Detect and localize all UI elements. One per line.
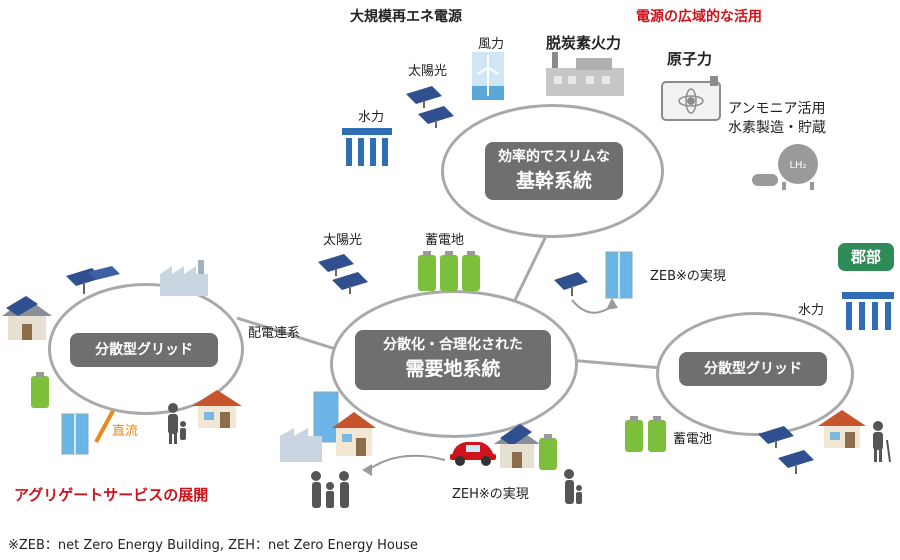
hydro-dam-right-icon <box>842 292 894 330</box>
ammonia-label-2: 水素製造・貯蔵 <box>728 120 826 136</box>
ammonia-label-1: アンモニア活用 <box>728 101 826 117</box>
left-grid-node: 分散型グリッド <box>70 333 218 367</box>
link-trunk <box>513 231 550 301</box>
wind-label: 風力 <box>478 37 505 52</box>
zeh-label: ZEH※の実現 <box>452 487 529 502</box>
region-label: 郡部 <box>850 248 881 266</box>
left-grid-label: 分散型グリッド <box>95 342 193 358</box>
footnote: ※ZEB：net Zero Energy Building, ZEH：net Z… <box>8 538 418 553</box>
zeb-solar-icon <box>554 272 588 296</box>
solar-panel-mid-icon <box>318 254 368 294</box>
house-right-icon <box>818 410 866 448</box>
battery-right-label: 蓄電池 <box>673 432 713 447</box>
battery-left-icon <box>31 372 49 408</box>
zeh-house-icon <box>494 424 540 468</box>
link-left-grid <box>236 316 346 354</box>
hydrogen-tank-icon: LH₂ <box>752 144 818 190</box>
hydro-dam-icon <box>342 128 392 166</box>
solar-mid-label: 太陽光 <box>323 233 363 248</box>
factory-left-icon <box>160 260 208 296</box>
zeb-label: ZEB※の実現 <box>650 269 726 284</box>
family-center-icon <box>311 471 349 508</box>
battery-mid-label: 蓄電地 <box>425 233 465 248</box>
solar-panel-left-icon <box>66 266 120 294</box>
zeh-arrow-head <box>362 464 372 476</box>
zeh-arrow <box>367 454 446 471</box>
zeb-arrow <box>571 299 613 314</box>
house-left-icon <box>2 296 52 340</box>
buildings-center-icon <box>280 391 376 462</box>
house-left2-icon <box>192 390 242 428</box>
nuclear-heading: 原子力 <box>667 50 713 68</box>
family-zeh-icon <box>564 469 582 504</box>
distribution-label: 配電連系 <box>248 326 301 341</box>
family-left-icon <box>168 403 186 444</box>
elderly-person-icon <box>873 421 891 463</box>
trunk-line1: 効率的でスリムな <box>498 149 610 165</box>
nuclear-plant-icon <box>661 76 721 121</box>
hydro-right-label: 水力 <box>798 303 825 318</box>
region-badge: 郡部 <box>838 243 894 271</box>
trunk-line2: 基幹系統 <box>515 170 592 192</box>
wide-area-heading: 電源の広域的な活用 <box>636 9 762 25</box>
hydro-top-label: 水力 <box>358 110 385 125</box>
renewable-heading: 大規模再エネ電源 <box>350 9 462 25</box>
trunk-system-node: 効率的でスリムな 基幹系統 <box>485 142 623 200</box>
battery-zeh-icon <box>539 434 557 470</box>
zeb-building-icon <box>605 251 633 299</box>
link-right-grid <box>567 358 663 370</box>
decarb-thermal-heading: 脱炭素火力 <box>546 34 622 52</box>
aggregate-heading: アグリゲートサービスの展開 <box>14 486 209 504</box>
dc-label: 直流 <box>112 424 139 439</box>
right-grid-node: 分散型グリッド <box>679 352 827 386</box>
building-left-icon <box>61 413 89 455</box>
thermal-plant-icon <box>546 52 624 96</box>
solar-top-label: 太陽光 <box>408 64 448 79</box>
right-grid-label: 分散型グリッド <box>704 361 802 377</box>
hydrogen-tank-label: LH₂ <box>789 160 806 171</box>
battery-mid-icon <box>418 251 480 291</box>
demand-line1: 分散化・合理化された <box>383 337 523 353</box>
solar-panel-icon <box>406 86 454 128</box>
battery-right-icon <box>625 416 666 452</box>
zeb-arrow-head <box>606 298 618 310</box>
wind-turbine-icon <box>472 52 504 100</box>
demand-line2: 需要地系統 <box>405 358 501 380</box>
solar-panel-right-icon <box>758 426 814 474</box>
ev-car-icon <box>450 442 496 466</box>
demand-system-node: 分散化・合理化された 需要地系統 <box>355 330 551 390</box>
